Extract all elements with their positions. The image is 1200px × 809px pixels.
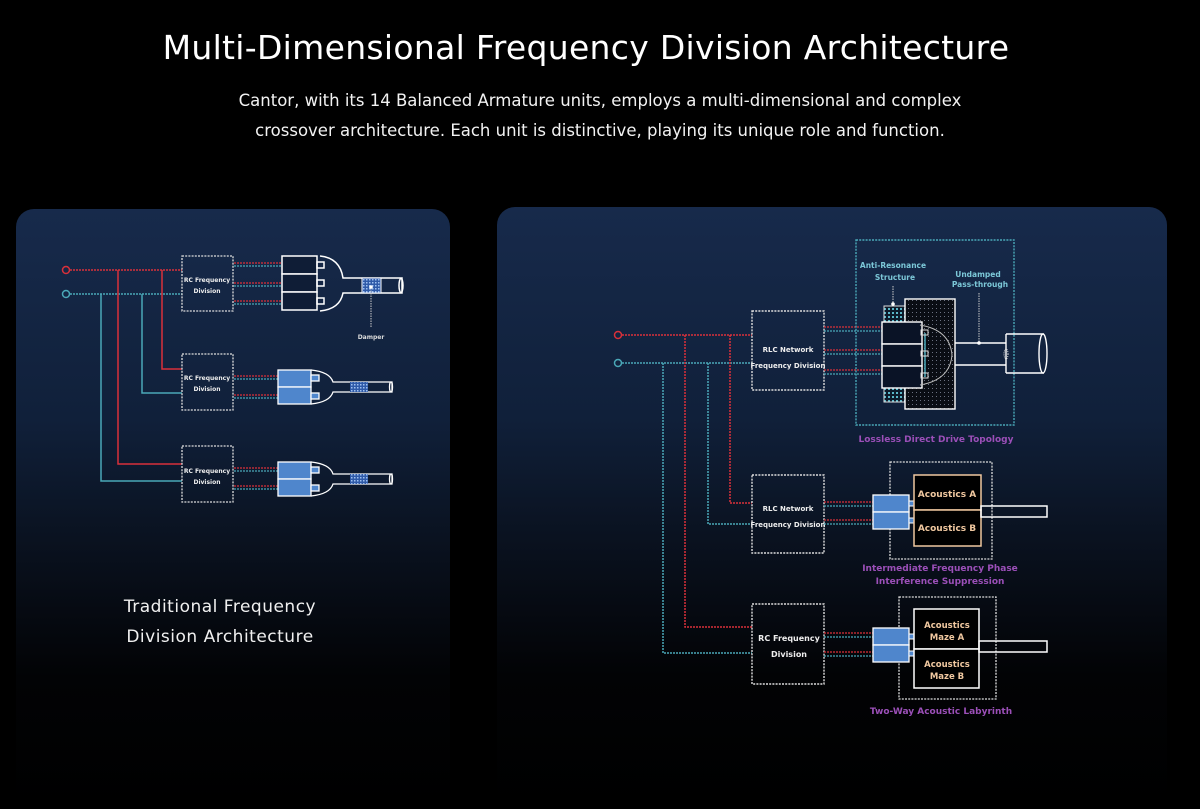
crossover-3-label-line2: Division <box>193 479 220 486</box>
red-branch-right-3 <box>684 335 752 628</box>
anti-resonance-label-line1: Anti-Resonance <box>860 261 926 270</box>
phase-suppression-label-line1: Intermediate Frequency Phase <box>862 564 1018 574</box>
damper-label: Damper <box>358 334 385 341</box>
phase-suppression-label-line2: Interference Suppression <box>876 577 1005 587</box>
rc-crossover-box-right-3 <box>751 603 825 685</box>
positive-terminal-icon-right <box>613 330 623 340</box>
maze-a-label-line1: Acoustics <box>924 621 970 631</box>
acoustics-a-label: Acoustics A <box>918 490 976 500</box>
maze-b-box <box>913 648 980 689</box>
teal-branch-3 <box>100 294 182 482</box>
undamped-label-line2: Pass-through <box>952 280 1008 289</box>
stage-1-crossover-line1: RLC Network <box>763 346 814 354</box>
stage-3-crossover-line1: RC Frequency <box>758 634 820 643</box>
crossover-1-label-line2: Division <box>193 288 220 295</box>
rlc-crossover-box-2 <box>751 474 825 554</box>
traditional-caption: Traditional Frequency Division Architect… <box>80 592 360 652</box>
subtitle-line-2: crossover architecture. Each unit is dis… <box>255 121 945 140</box>
teal-branch-right-2 <box>707 363 752 525</box>
red-branch-right-2 <box>729 335 752 504</box>
labyrinth-label: Two-Way Acoustic Labyrinth <box>870 707 1012 717</box>
maze-b-label-line1: Acoustics <box>924 660 970 670</box>
rc-crossover-box-2 <box>181 353 234 411</box>
red-branch-3 <box>117 270 182 465</box>
undamped-pointer-dot <box>977 341 981 345</box>
rc-crossover-box-1 <box>181 255 234 312</box>
maze-a-label-line2: Maze A <box>930 633 965 643</box>
anti-resonance-label-line2: Structure <box>875 273 915 282</box>
earphone-2-driver-icon <box>277 369 394 405</box>
crossover-3-outputs <box>234 467 280 490</box>
traditional-caption-line1: Traditional Frequency <box>123 597 317 617</box>
undamped-label-line1: Undamped <box>955 270 1001 279</box>
stage-2-crossover-line2: Frequency Division <box>751 521 826 529</box>
lossless-topology-frame <box>855 239 1015 426</box>
stage-3-drivers-icon <box>872 627 916 663</box>
lossless-topology-label: Lossless Direct Drive Topology <box>859 435 1014 445</box>
rlc-crossover-box-1 <box>751 310 825 391</box>
crossover-2-outputs <box>234 375 280 399</box>
crossover-1-label-line1: RC Frequency <box>184 277 230 284</box>
acoustics-b-box <box>913 509 982 547</box>
negative-terminal-icon <box>61 289 71 299</box>
stage-3-nozzle <box>978 640 1048 653</box>
page-title: Multi-Dimensional Frequency Division Arc… <box>162 28 1010 67</box>
red-branch-2 <box>161 270 182 370</box>
stage-3-crossover-line2: Division <box>771 650 807 659</box>
crossover-2-label-line1: RC Frequency <box>184 375 230 382</box>
maze-b-label-line2: Maze B <box>930 672 964 682</box>
stage-2-outputs <box>824 501 874 525</box>
stage-2-drivers-icon <box>872 494 916 530</box>
traditional-caption-line2: Division Architecture <box>126 627 314 647</box>
stage-2-crossover-line1: RLC Network <box>763 505 814 513</box>
damper-pointer-dot <box>369 285 373 289</box>
teal-branch-2 <box>141 294 182 394</box>
anti-resonance-pointer-dot <box>891 302 895 306</box>
subtitle-line-1: Cantor, with its 14 Balanced Armature un… <box>238 91 962 110</box>
stage-1-crossover-line2: Frequency Division <box>751 362 826 370</box>
stage-3-outputs <box>824 632 874 657</box>
earphone-2-driver-icon-b <box>277 461 394 497</box>
stage-2-nozzle <box>980 505 1048 518</box>
acoustics-b-label: Acoustics B <box>918 524 976 534</box>
rc-crossover-box-3 <box>181 445 234 503</box>
crossover-2-label-line2: Division <box>193 386 220 393</box>
positive-terminal-icon <box>61 265 71 275</box>
crossover-3-label-line1: RC Frequency <box>184 468 230 475</box>
multi-dimensional-architecture-card <box>497 207 1167 807</box>
page-subtitle: Cantor, with its 14 Balanced Armature un… <box>0 86 1200 146</box>
stage-1-outputs <box>824 326 884 375</box>
earphone-3-driver-icon <box>281 255 404 312</box>
direct-drive-earphone-icon <box>881 298 1048 410</box>
negative-terminal-icon-right <box>613 358 623 368</box>
crossover-1-outputs <box>234 262 282 305</box>
teal-branch-right-3 <box>662 363 752 654</box>
